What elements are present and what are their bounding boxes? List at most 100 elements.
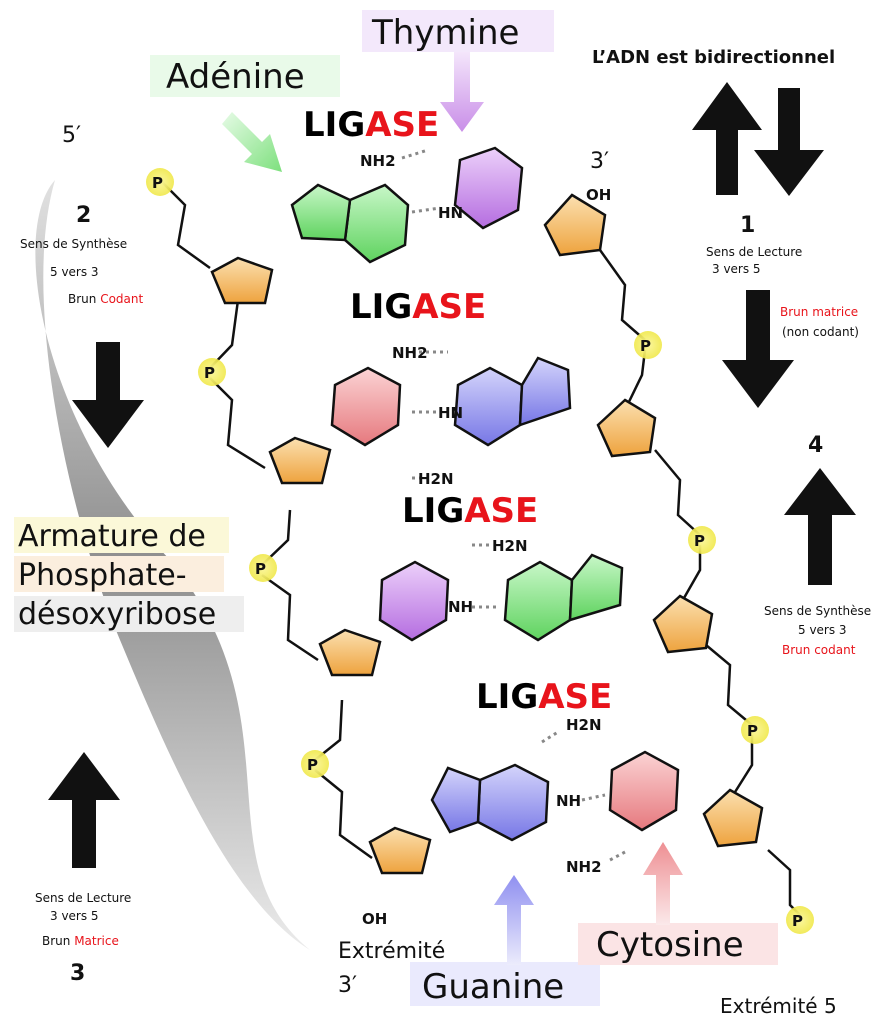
phosphate-left-4 [301,750,329,778]
guanine-bottom-ring5 [430,766,482,834]
note1-line2: 3 vers 5 [712,262,761,276]
guanine-pointer-arrow [494,875,534,965]
guanine-bottom-ring6 [476,763,550,842]
arrow-down-2 [72,342,144,448]
note1-line1: Sens de Lecture [706,245,802,259]
sugar-right-4 [702,788,764,848]
extremity-3-line2: 3′ [338,973,357,998]
adenine-mid-ring6 [503,560,574,642]
cytosine-pointer-arrow [643,842,683,925]
ligase-1: LIGASE [303,105,439,145]
svg-text:P: P [152,174,163,192]
phosphate-labels: P P P P P P P P [152,174,803,930]
cytosine-bottom-ring [608,750,680,832]
guanine-mid-ring5 [518,356,572,427]
svg-text:P: P [204,364,215,382]
phosphate-right-1 [634,331,662,359]
note2-line2: 5 vers 3 [50,265,99,279]
svg-text:P: P [694,532,705,550]
backbone-label-line2: Phosphate- [18,558,187,593]
adenine-top-ring5 [290,183,352,242]
guanine-label-bg [410,962,600,1006]
phosphate-left-1 [146,168,174,196]
phosphate-right-2 [688,526,716,554]
backbone-label-line1: Armature de [18,519,206,554]
thymine-label: Thymine [371,13,519,53]
svg-text:H2N: H2N [418,470,454,488]
prime-5-top: 5′ [62,123,81,148]
svg-text:NH: NH [448,598,473,616]
svg-text:P: P [747,722,758,740]
phosphate-left-2 [198,358,226,386]
adenine-label: Adénine [166,57,305,97]
matrice-line1: Brun matrice [780,305,858,319]
sugars [210,193,764,875]
extremity-3-line1: Extrémité [338,939,445,964]
guanine-label: Guanine [422,967,564,1007]
extremity-5: Extrémité 5 [720,994,837,1018]
backbone-label-bg-2 [14,556,224,592]
svg-text:P: P [255,560,266,578]
sugar-right-2 [596,398,657,458]
note3-line1: Sens de Lecture [35,891,131,905]
arrow-up-4 [784,468,856,585]
adenine-pointer-arrow [222,112,282,172]
bidirectional-title: L’ADN est bidirectionnel [592,47,835,68]
bases [290,146,680,842]
adenine-mid-ring5 [568,553,624,622]
sugar-left-3 [318,628,382,677]
note3-line2: 3 vers 5 [50,909,99,923]
adenine-top-ring6 [343,183,410,264]
ligase-3: LIGASE [402,491,538,531]
svg-text:OH: OH [586,186,611,204]
svg-text:P: P [307,756,318,774]
svg-text:NH2: NH2 [566,858,602,876]
phosphates [146,168,814,934]
note3-number: 3 [70,961,85,986]
note4-line2: 5 vers 3 [798,623,847,637]
sugar-right-3 [652,594,714,654]
note4-line3: Brun codant [782,643,856,657]
atom-labels: NH2 HN NH2 HN H2N H2N NH H2N NH NH2 OH O… [360,152,611,928]
phosphate-right-3 [741,716,769,744]
svg-text:P: P [640,337,651,355]
cytosine-label: Cytosine [596,925,744,965]
phosphate-left-3 [249,554,277,582]
svg-text:HN: HN [438,404,463,422]
svg-text:H2N: H2N [492,537,528,555]
arrow-down-matrice [722,290,794,408]
ligase-4: LIGASE [476,677,612,717]
note4-number: 4 [808,433,823,458]
backbone-label-bg-1 [14,517,229,553]
thymine-top-ring [453,146,524,230]
svg-text:NH2: NH2 [360,152,396,170]
note1-number: 1 [740,213,755,238]
svg-text:P: P [792,912,803,930]
backbone-label-line3: désoxyribose [18,597,216,632]
arrow-up-3 [48,752,120,868]
note2-line1: Sens de Synthèse [20,237,127,251]
arrow-up-1 [692,82,762,195]
note3-line3: Brun Matrice [42,934,119,948]
note2-number: 2 [76,203,91,228]
svg-text:NH2: NH2 [392,344,428,362]
adenine-label-bg [150,55,340,97]
backbone-label-bg-3 [14,596,244,632]
arrow-down-1 [754,88,824,196]
phosphate-right-4 [786,906,814,934]
sugar-right-1 [543,193,607,257]
thymine-mid-ring [378,560,450,642]
svg-text:OH: OH [362,910,387,928]
prime-3-top: 3′ [590,149,609,174]
cytosine-mid-ring [330,366,402,447]
sugar-left-4 [368,826,432,875]
hydrogen-bonds [401,148,626,862]
guanine-mid-ring6 [453,366,524,447]
svg-text:H2N: H2N [566,716,602,734]
svg-text:HN: HN [438,204,463,222]
matrice-line2: (non codant) [782,325,859,339]
thymine-label-bg [362,10,554,52]
ligase-2: LIGASE [350,287,486,327]
svg-text:NH: NH [556,792,581,810]
